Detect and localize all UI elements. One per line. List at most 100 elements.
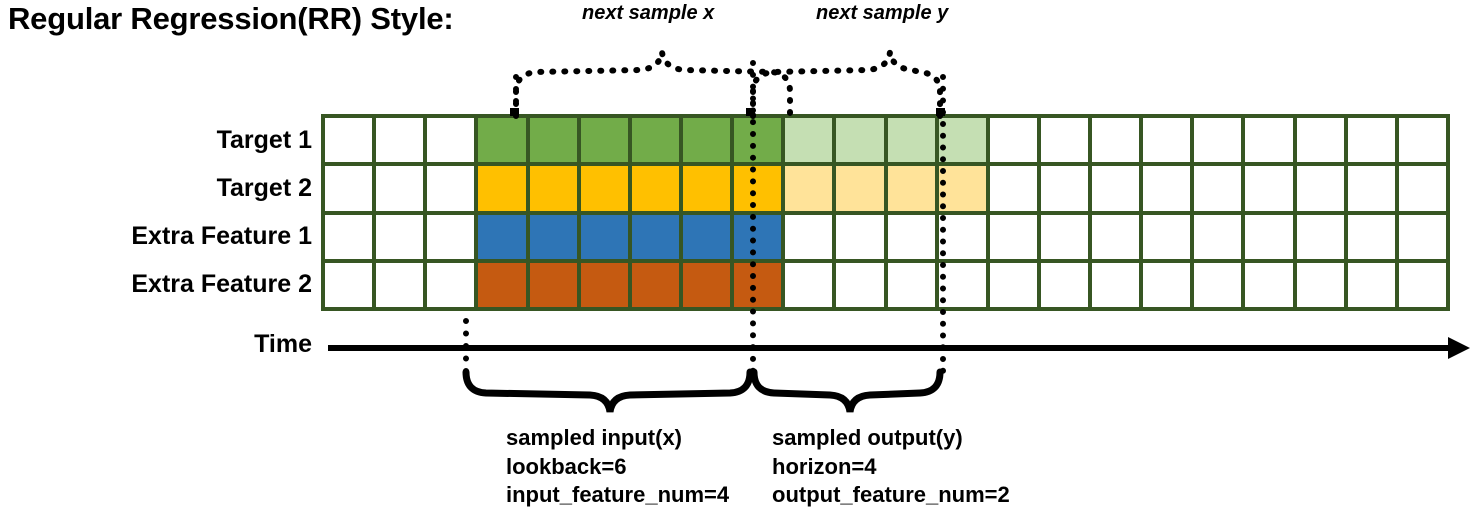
- grid-cell-r3-c0: [325, 262, 373, 307]
- grid-cell-r3-c11: [887, 262, 935, 307]
- grid-cell-r3-c17: [1194, 262, 1242, 307]
- grid-cell-r3-c4: [529, 262, 577, 307]
- grid-cell-r2-c11: [887, 214, 935, 259]
- grid-cell-r2-c9: [785, 214, 833, 259]
- grid-cell-r2-c1: [376, 214, 424, 259]
- grid-cell-r0-c11: [887, 118, 935, 163]
- grid-cell-r0-c19: [1296, 118, 1344, 163]
- grid-cell-r0-c4: [529, 118, 577, 163]
- row-label-target-1: Target 1: [216, 126, 312, 154]
- grid-cell-r0-c14: [1040, 118, 1089, 163]
- grid-cell-r2-c16: [1143, 214, 1191, 259]
- grid-cell-r1-c1: [376, 166, 424, 211]
- grid-cell-r2-c6: [631, 214, 679, 259]
- guide-line-split: [750, 60, 756, 374]
- grid-cell-r3-c14: [1040, 262, 1089, 307]
- grid-cell-r0-c20: [1347, 118, 1395, 163]
- grid-cell-r2-c19: [1296, 214, 1344, 259]
- grid-cell-r0-c1: [376, 118, 424, 163]
- grid-cell-r2-c0: [325, 214, 373, 259]
- grid-cell-r0-c5: [580, 118, 628, 163]
- caption-output-line-2: horizon=4: [772, 453, 877, 479]
- grid-cell-r1-c7: [682, 166, 731, 211]
- grid-cell-r3-c12: [938, 262, 986, 307]
- tick-split: [746, 108, 755, 116]
- dotted-brace-input: [513, 51, 793, 119]
- caption-input-line-2: lookback=6: [506, 453, 627, 479]
- grid-cell-r3-c20: [1347, 262, 1395, 307]
- grid-cell-r2-c14: [1040, 214, 1089, 259]
- grid-cell-r2-c2: [427, 214, 475, 259]
- caption-output-line-3: output_feature_num=2: [772, 482, 1010, 508]
- grid-cell-r0-c10: [836, 118, 884, 163]
- grid-cell-r2-c5: [580, 214, 628, 259]
- grid-cell-r1-c9: [785, 166, 833, 211]
- grid-cell-r3-c10: [836, 262, 884, 307]
- guide-line-output-end: [940, 74, 946, 374]
- row-label-extra-feature-2: Extra Feature 2: [131, 270, 312, 298]
- caption-output-line-1: sampled output(y): [772, 425, 963, 450]
- grid-cell-r1-c17: [1194, 166, 1242, 211]
- grid-cell-r2-c10: [836, 214, 884, 259]
- grid-cell-r3-c19: [1296, 262, 1344, 307]
- caption-sampled-output: sampled output(y) horizon=4 output_featu…: [772, 424, 1010, 510]
- grid-cell-r3-c5: [580, 262, 628, 307]
- grid-cell-r0-c17: [1194, 118, 1242, 163]
- grid-cell-r1-c3: [478, 166, 526, 211]
- caption-sampled-input: sampled input(x) lookback=6 input_featur…: [506, 424, 729, 510]
- grid-cell-r1-c6: [631, 166, 679, 211]
- timeseries-grid: [321, 114, 1450, 311]
- grid-cell-r1-c19: [1296, 166, 1344, 211]
- grid-cell-r0-c6: [631, 118, 679, 163]
- grid-cell-r3-c13: [989, 262, 1037, 307]
- grid-cell-r0-c0: [325, 118, 373, 163]
- grid-cell-r2-c12: [938, 214, 986, 259]
- tick-output-end: [936, 108, 945, 116]
- brace-sampled-output: [750, 368, 944, 413]
- grid-cell-r3-c9: [785, 262, 833, 307]
- grid-cell-r2-c4: [529, 214, 577, 259]
- grid-cell-r1-c12: [938, 166, 986, 211]
- grid-cell-r1-c18: [1245, 166, 1293, 211]
- grid-cell-r0-c3: [478, 118, 526, 163]
- grid-cell-r2-c21: [1398, 214, 1446, 259]
- grid-cell-r2-c3: [478, 214, 526, 259]
- grid-cell-r3-c16: [1143, 262, 1191, 307]
- grid-cell-r1-c11: [887, 166, 935, 211]
- row-label-target-2: Target 2: [216, 174, 312, 202]
- grid-cell-r1-c13: [989, 166, 1037, 211]
- grid-cell-r2-c15: [1092, 214, 1140, 259]
- grid-cell-r1-c14: [1040, 166, 1089, 211]
- grid-cell-r3-c18: [1245, 262, 1293, 307]
- grid-cell-r0-c12: [938, 118, 986, 163]
- grid-cell-r0-c16: [1143, 118, 1191, 163]
- grid-cell-r3-c2: [427, 262, 475, 307]
- grid-cell-r1-c2: [427, 166, 475, 211]
- grid-cell-r0-c8: [734, 118, 782, 163]
- grid-cell-r2-c7: [682, 214, 731, 259]
- grid-cell-r1-c21: [1398, 166, 1446, 211]
- guide-line-input-start: [463, 318, 469, 374]
- grid-cell-r2-c18: [1245, 214, 1293, 259]
- caption-input-line-1: sampled input(x): [506, 425, 683, 450]
- page-title: Regular Regression(RR) Style:: [8, 1, 454, 36]
- grid-cell-r3-c15: [1092, 262, 1140, 307]
- grid-cell-r3-c8: [734, 262, 782, 307]
- grid-cell-r3-c7: [682, 262, 731, 307]
- grid-cell-r0-c15: [1092, 118, 1140, 163]
- grid-cell-r2-c17: [1194, 214, 1242, 259]
- grid-cell-r0-c13: [989, 118, 1037, 163]
- grid-cell-r1-c16: [1143, 166, 1191, 211]
- annotation-next-sample-y: next sample y: [816, 2, 949, 24]
- grid-cell-r0-c21: [1398, 118, 1446, 163]
- grid-cell-r0-c18: [1245, 118, 1293, 163]
- grid-cell-r1-c5: [580, 166, 628, 211]
- grid-cell-r1-c10: [836, 166, 884, 211]
- tick-input-start: [510, 108, 519, 116]
- row-label-extra-feature-1: Extra Feature 1: [131, 222, 312, 250]
- time-axis-line: [328, 345, 1452, 351]
- grid-cell-r1-c20: [1347, 166, 1395, 211]
- grid-cell-r3-c6: [631, 262, 679, 307]
